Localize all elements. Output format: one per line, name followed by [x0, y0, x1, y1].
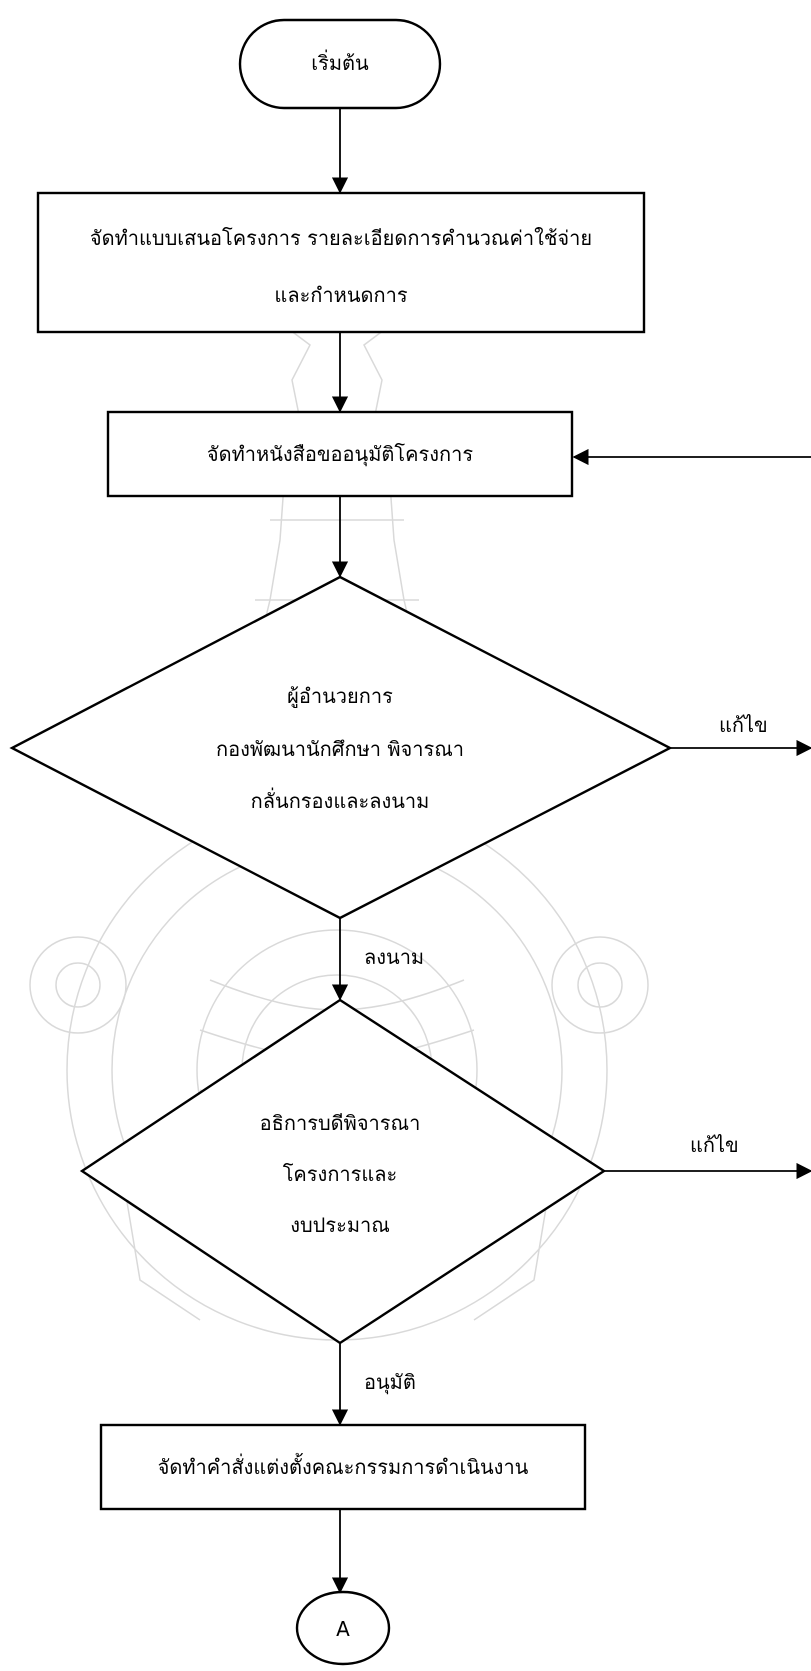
process-proposal-line2: และกำหนดการ	[274, 283, 407, 307]
decision-director-line1: ผู้อำนวยการ	[287, 684, 393, 709]
process-committee-order-label: จัดทำคำสั่งแต่งตั้งคณะกรรมการดำเนินงาน	[158, 1453, 529, 1479]
process-approval-letter-label: จัดทำหนังสือขออนุมัติโครงการ	[207, 442, 473, 467]
decision-president-line2: โครงการและ	[283, 1162, 398, 1186]
connector-a	[295, 1590, 391, 1666]
start-label: เริ่มต้น	[311, 49, 369, 75]
decision2-approve-label: อนุมัติ	[364, 1370, 416, 1395]
process-proposal-box	[36, 191, 646, 334]
process-committee-order-box	[99, 1423, 587, 1511]
decision-director-line2: กองพัฒนานักศึกษา พิจารณา	[216, 737, 464, 761]
decision1-edit-label: แก้ไข	[719, 713, 768, 737]
process-approval-letter-box	[106, 410, 574, 498]
decision1-sign-label: ลงนาม	[364, 945, 424, 969]
connector-a-label: A	[336, 1617, 350, 1641]
decision-director-line3: กลั่นกรองและลงนาม	[251, 787, 430, 813]
decision-president-line3: งบประมาณ	[290, 1213, 390, 1237]
process-proposal-line1: จัดทำแบบเสนอโครงการ รายละเอียดการคำนวณค่…	[90, 226, 592, 250]
decision-president-line1: อธิการบดีพิจารณา	[260, 1111, 421, 1135]
decision2-edit-label: แก้ไข	[690, 1133, 739, 1157]
